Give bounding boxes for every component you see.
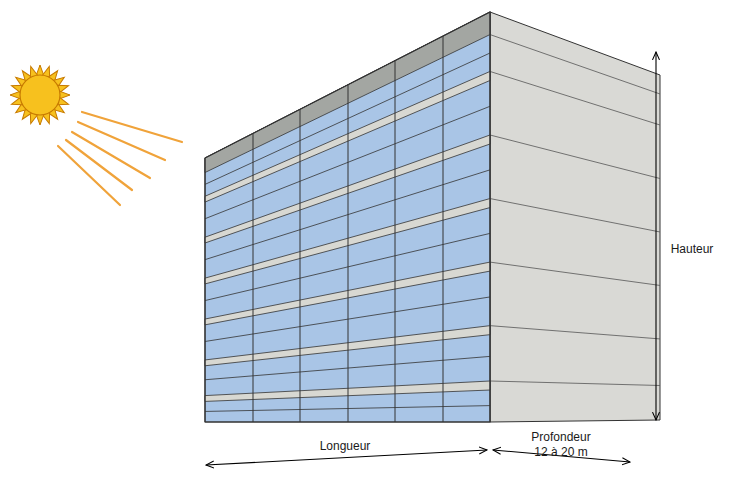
mullion (300, 109, 301, 422)
side-floor-line (490, 35, 660, 94)
height-label: Hauteur (671, 243, 714, 257)
side-floor-line (490, 71, 660, 125)
mullion (253, 133, 254, 422)
depth-label: 12 à 20 m (534, 446, 587, 460)
mullion (395, 61, 396, 422)
height-arrow (655, 52, 656, 420)
sun-rays (58, 112, 182, 205)
depth-label: Profondeur (531, 431, 590, 445)
mullion (348, 85, 349, 422)
side-floor-line (490, 135, 660, 179)
glass-facade (205, 12, 490, 422)
side-floor-line (490, 326, 660, 339)
length-label: Longueur (320, 440, 371, 454)
side-face (490, 12, 660, 422)
side-floor-line (490, 381, 660, 386)
sun (10, 65, 70, 125)
side-floor-line (490, 199, 660, 232)
side-floor-line (490, 262, 660, 285)
mullion (443, 36, 444, 422)
